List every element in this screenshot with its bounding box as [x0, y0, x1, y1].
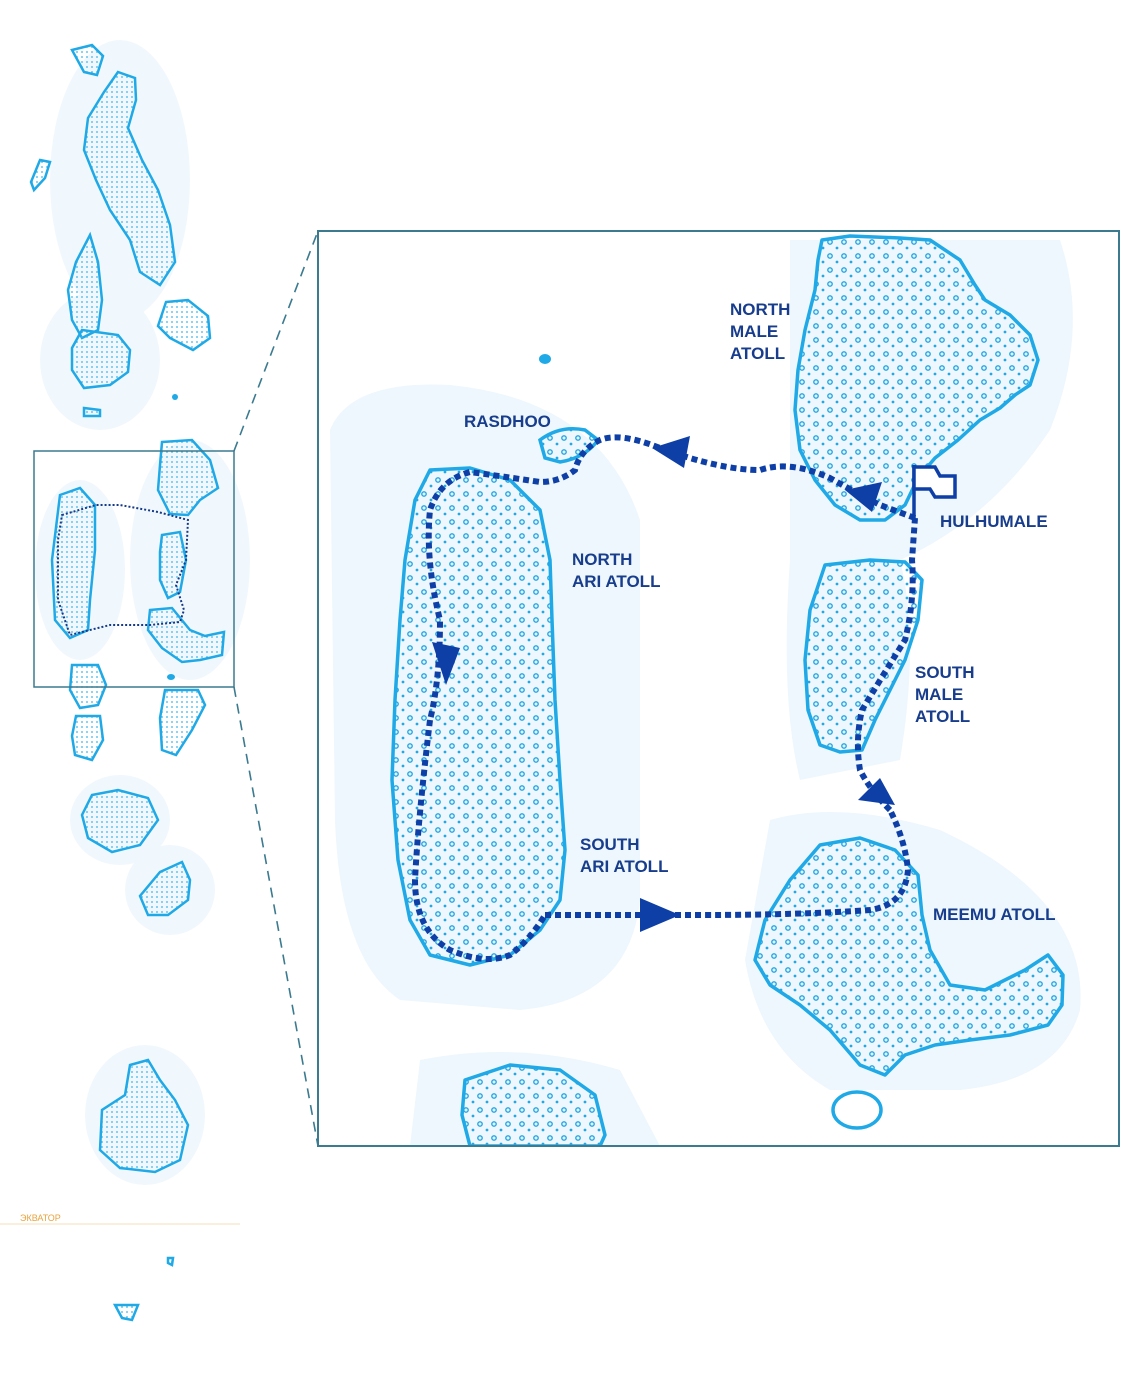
rasdhoo-islet	[539, 354, 551, 364]
haa-atoll	[82, 70, 177, 287]
route	[411, 434, 918, 962]
ihavandhippolhu-atoll	[70, 43, 105, 77]
huvadhu-atoll	[98, 1058, 190, 1174]
overview-north-male	[156, 438, 220, 517]
route-segment-ari-to-meemu	[545, 808, 912, 918]
thaa-atoll	[80, 788, 160, 854]
small-ring-atoll	[831, 1090, 883, 1130]
south-male-atoll-label: SOUTH MALE ATOLL	[915, 663, 979, 726]
zoom-connector-top	[233, 230, 319, 452]
south-miladhunmadulu-atoll	[70, 328, 132, 390]
arrowhead-icon	[652, 436, 690, 468]
overview-meemu	[146, 606, 226, 664]
north-ari-atoll-label: NORTH ARI ATOLL	[572, 550, 660, 591]
route-segment-hulhumale-to-rasdhoo	[425, 434, 917, 721]
arrowhead-icon	[640, 898, 680, 932]
overview-selection-frame	[33, 450, 235, 688]
flag-icon	[912, 465, 957, 520]
north-male-atoll-label: NORTH MALE ATOLL	[730, 300, 795, 363]
overview-south-male	[158, 530, 188, 600]
southern-atoll-reef	[460, 1063, 607, 1146]
small-islet-west	[29, 158, 52, 193]
meemu-atoll-label: MEEMU ATOLL	[933, 905, 1055, 924]
route-segment-meemu-to-south-male	[854, 517, 918, 813]
detail-frame	[317, 230, 1120, 1147]
rasdhoo-label: RASDHOO	[464, 412, 551, 431]
hulhumale-label: HULHUMALE	[940, 512, 1048, 531]
south-ari-atoll-label: SOUTH ARI ATOLL	[580, 835, 668, 876]
dhaalu-atoll	[158, 688, 207, 757]
detail-map	[317, 230, 1120, 1147]
arrowhead-icon	[432, 642, 460, 685]
addu-atoll	[112, 1303, 140, 1322]
meemu-atoll-reef	[753, 836, 1065, 1077]
faafu-atoll	[70, 714, 105, 762]
overview-route-line	[57, 504, 190, 637]
laamu-atoll	[138, 860, 192, 917]
fuvahmulah	[166, 1256, 175, 1267]
small-islet-dot-2	[167, 674, 175, 680]
zoom-connector-bottom	[233, 686, 319, 1147]
small-islet-dot	[172, 394, 178, 400]
north-male-atoll-reef	[793, 234, 1040, 522]
route-segment-ari-south	[411, 719, 548, 962]
noonu-atoll	[156, 298, 212, 352]
arrowhead-icon	[858, 778, 895, 805]
goidhoo-atoll	[82, 406, 102, 418]
arrowhead-icon	[845, 482, 882, 512]
overview-north-ari	[50, 486, 97, 640]
equator-label: ЭКВАТОР	[20, 1213, 61, 1223]
overview-map: ЭКВАТОР	[0, 40, 250, 1322]
